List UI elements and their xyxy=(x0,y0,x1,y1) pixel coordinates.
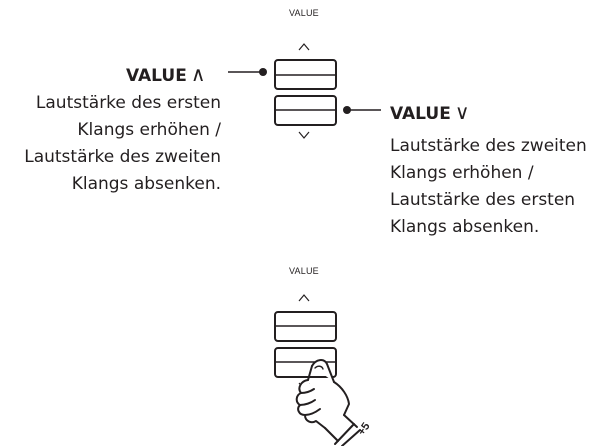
right-callout-text: Lautstärke des zweiten Klangs erhöhen / … xyxy=(390,133,590,241)
up-caret-icon: ∧ xyxy=(190,62,206,86)
panel-caption-bottom: VALUE xyxy=(289,266,319,276)
right-callout-line: Lautstärke des zweiten xyxy=(390,136,587,156)
down-chevron-icon xyxy=(298,131,310,139)
down-caret-icon: ∨ xyxy=(454,100,470,124)
left-callout-line: Klangs erhöhen / xyxy=(77,120,221,140)
pressing-finger-icon xyxy=(295,359,361,446)
up-chevron-icon-2 xyxy=(298,294,310,302)
left-callout-heading: VALUE∧ xyxy=(126,62,205,86)
leader-line-up xyxy=(228,68,267,76)
right-callout-heading: VALUE∨ xyxy=(390,100,469,124)
svg-text:+5: +5 xyxy=(356,421,373,438)
left-callout-title: VALUE xyxy=(126,66,187,86)
right-callout-line: Klangs absenken. xyxy=(390,217,540,237)
up-chevron-icon xyxy=(298,43,310,51)
right-callout-title: VALUE xyxy=(390,104,451,124)
left-callout-line: Lautstärke des zweiten xyxy=(24,147,221,167)
left-callout-line: Lautstärke des ersten xyxy=(35,93,221,113)
left-callout-text: Lautstärke des ersten Klangs erhöhen / L… xyxy=(0,90,221,198)
panel-caption-top: VALUE xyxy=(289,8,319,18)
right-callout-line: Lautstärke des ersten xyxy=(390,190,576,210)
leader-line-down xyxy=(343,106,381,114)
value-up-button[interactable] xyxy=(274,59,337,90)
left-callout-line: Klangs absenken. xyxy=(71,174,221,194)
right-callout-line: Klangs erhöhen / xyxy=(390,163,534,183)
value-up-button-2[interactable] xyxy=(274,311,337,342)
value-down-button[interactable] xyxy=(274,95,337,126)
